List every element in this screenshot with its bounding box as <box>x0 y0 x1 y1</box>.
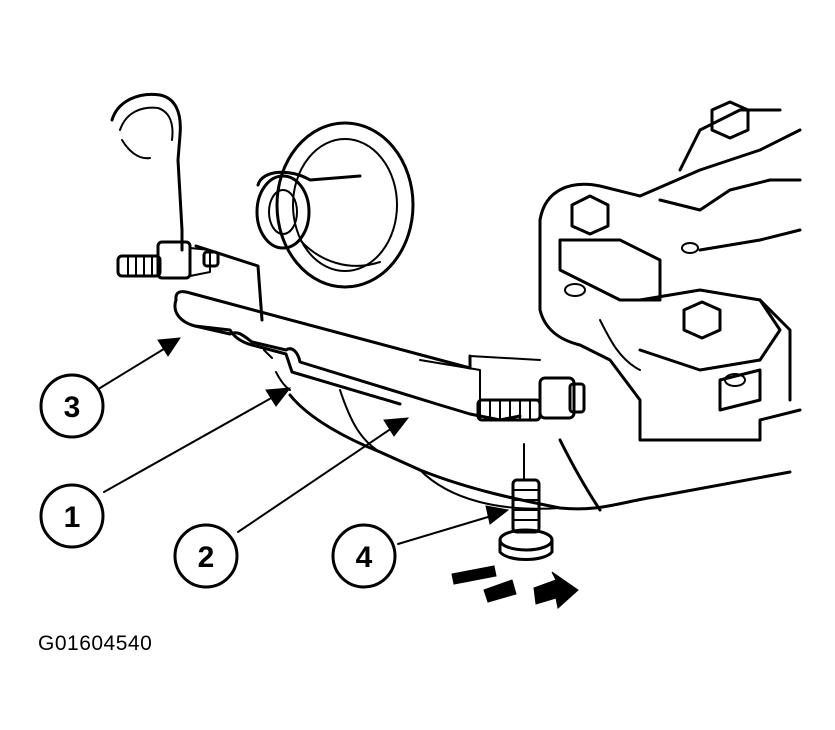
figure-code: G01604540 <box>38 632 153 655</box>
oil-pan-bolt <box>498 443 554 561</box>
leader-lines <box>99 337 510 545</box>
svg-text:4: 4 <box>356 541 373 574</box>
callout-3: 3 <box>39 373 105 439</box>
oil-pan-gasket <box>173 298 522 422</box>
removal-arrow-icon <box>451 565 579 609</box>
svg-text:1: 1 <box>64 501 81 534</box>
engine-block-left <box>110 92 184 252</box>
oil-pan-body <box>288 359 792 512</box>
front-cover-plate <box>174 244 472 370</box>
callout-4: 4 <box>331 523 397 589</box>
right-stud-bolt <box>469 355 586 422</box>
crankshaft-pulley <box>255 121 415 289</box>
callout-1: 1 <box>39 483 105 549</box>
callout-2: 2 <box>173 523 239 589</box>
engine-mount-bracket <box>538 108 802 442</box>
svg-text:2: 2 <box>198 541 215 574</box>
bracket-bolts <box>564 100 750 387</box>
svg-text:3: 3 <box>64 391 81 424</box>
